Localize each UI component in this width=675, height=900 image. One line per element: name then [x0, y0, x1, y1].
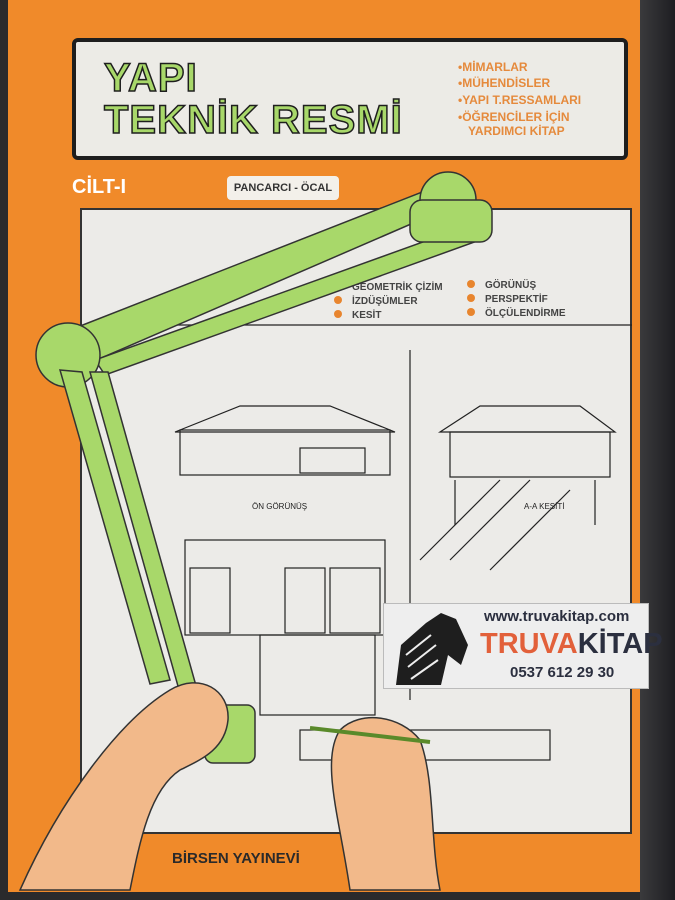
drafting-lamp-arm: [35, 171, 493, 764]
store-sticker: www.truvakitap.com TRUVAKİTAP 0537 612 2…: [383, 603, 663, 689]
audience-item: •ÖĞRENCİLER İÇİN: [458, 110, 570, 124]
title-box: YAPI TEKNİK RESMİ •MİMARLAR •MÜHENDİSLER…: [72, 38, 628, 160]
front-view-label: ÖN GÖRÜNÜŞ: [252, 502, 308, 511]
horse-logo-icon: [396, 613, 468, 685]
topic-item: ÖLÇÜLENDİRME: [467, 308, 566, 319]
audience-item: •MÜHENDİSLER: [458, 76, 551, 90]
audience-item: •MİMARLAR: [458, 60, 528, 74]
title-line2: TEKNİK RESMİ: [103, 97, 403, 143]
hands: [18, 682, 441, 891]
volume-label: CİLT-I: [72, 176, 127, 198]
section-label: A-A KESİTİ: [524, 502, 565, 511]
topic-item: GÖRÜNÜŞ: [467, 280, 536, 291]
store-url: www.truvakitap.com: [484, 608, 630, 625]
background-edge: [640, 0, 675, 900]
audience-item: •YAPI T.RESSAMLARI: [458, 93, 582, 107]
authors-label: PANCARCI - ÖCAL: [227, 176, 339, 200]
store-phone: 0537 612 29 30: [510, 664, 615, 681]
publisher-label: BİRSEN YAYINEVİ: [172, 850, 300, 867]
topic-item: PERSPEKTİF: [467, 294, 548, 305]
audience-item: YARDIMCI KİTAP: [468, 124, 565, 138]
store-brand: TRUVAKİTAP: [480, 628, 663, 660]
topic-item: İZDÜŞÜMLER: [334, 296, 418, 307]
title-line1: YAPI: [103, 55, 198, 101]
topic-item: KESİT: [334, 310, 381, 321]
